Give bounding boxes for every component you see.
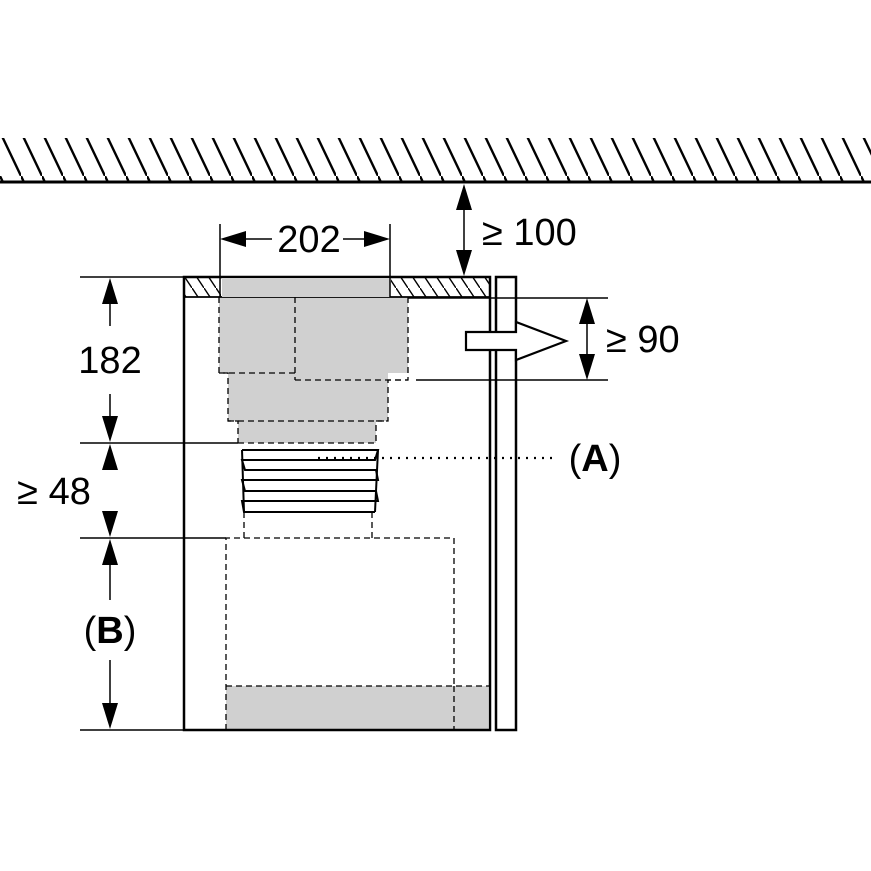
duct-hidden-lines xyxy=(218,297,490,730)
callout-lower-zone-close: ) xyxy=(124,610,137,652)
dimension-duct-width xyxy=(219,224,391,297)
airflow-arrow xyxy=(464,320,570,362)
svg-text:(B): (B) xyxy=(84,610,137,652)
cabinet xyxy=(182,275,492,732)
callout-lower-zone: (B) xyxy=(84,610,137,652)
dimension-ceiling-gap xyxy=(456,184,472,276)
dimension-upper-height-label: 182 xyxy=(78,340,141,382)
callout-lower-zone-letter: B xyxy=(96,610,123,652)
callout-lower-zone-open: ( xyxy=(84,610,97,652)
dimension-chain-left xyxy=(80,276,238,731)
dimension-ceiling-gap-label: ≥ 100 xyxy=(482,212,577,254)
dimension-duct-width-label: 202 xyxy=(277,219,340,261)
callout-hose-open: ( xyxy=(569,438,582,480)
dimension-outlet-height xyxy=(408,297,608,381)
duct-components-fill xyxy=(219,297,488,730)
callout-hose-close: ) xyxy=(609,438,622,480)
cabinet-door xyxy=(494,275,518,732)
callout-hose-letter: A xyxy=(581,438,608,480)
flexible-hose xyxy=(240,449,380,513)
callout-hose: (A) xyxy=(318,438,621,480)
dimension-hose-height-label: ≥ 48 xyxy=(17,471,91,513)
dimension-outlet-height-label: ≥ 90 xyxy=(606,319,680,361)
ceiling xyxy=(0,138,871,184)
svg-text:(A): (A) xyxy=(569,438,622,480)
